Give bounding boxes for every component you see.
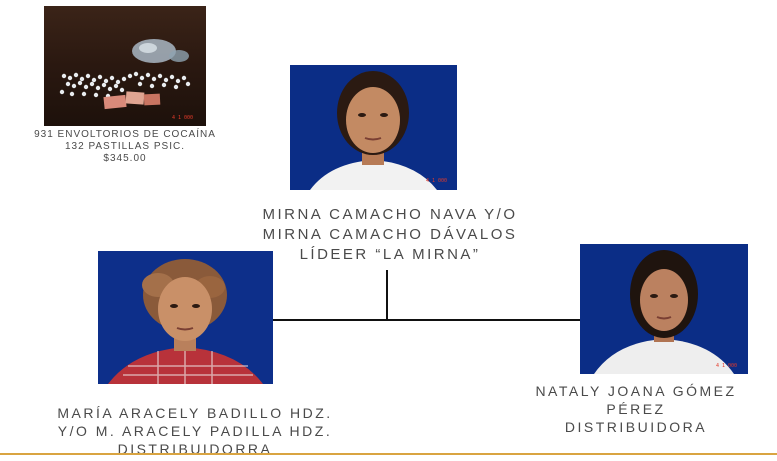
left-member-caption-line-1: MARÍA ARACELY BADILLO HDZ. bbox=[57, 405, 333, 421]
evidence-photo-image: 4 1 000 bbox=[44, 6, 206, 126]
right-member-photo-stamp: 4 1 000 bbox=[716, 363, 737, 369]
left-member-caption: MARÍA ARACELY BADILLO HDZ. Y/O M. ARACEL… bbox=[30, 404, 360, 458]
leader-photo-stamp: 4 1 000 bbox=[426, 178, 447, 184]
leader-photo-image: 4 1 000 bbox=[290, 65, 457, 190]
footer-rule bbox=[0, 453, 777, 455]
leader-caption: MIRNA CAMACHO NAVA Y/O MIRNA CAMACHO DÁV… bbox=[205, 205, 575, 265]
left-member-photo-image bbox=[98, 251, 273, 384]
right-member-caption: NATALY JOANA GÓMEZ PÉREZ DISTRIBUIDORA bbox=[495, 382, 777, 436]
evidence-caption: 931 ENVOLTORIOS DE COCAÍNA 132 PASTILLAS… bbox=[4, 129, 246, 165]
connector-horizontal bbox=[272, 319, 582, 321]
evidence-caption-line-3: $345.00 bbox=[103, 153, 147, 164]
connector-vertical bbox=[386, 270, 388, 320]
leader-photo: 4 1 000 bbox=[290, 65, 457, 190]
evidence-caption-line-1: 931 ENVOLTORIOS DE COCAÍNA bbox=[34, 129, 216, 140]
leader-caption-line-3: LÍDEER “LA MIRNA” bbox=[299, 246, 481, 263]
leader-caption-line-2: MIRNA CAMACHO DÁVALOS bbox=[262, 226, 518, 243]
left-member-caption-line-3: DISTRIBUIDORRA bbox=[117, 441, 273, 457]
evidence-photo-stamp: 4 1 000 bbox=[172, 115, 193, 121]
evidence-photo: 4 1 000 bbox=[44, 6, 206, 126]
evidence-caption-line-2: 132 PASTILLAS PSIC. bbox=[65, 141, 185, 152]
right-member-caption-line-1: NATALY JOANA GÓMEZ bbox=[535, 383, 737, 399]
right-member-photo-image: 4 1 000 bbox=[580, 244, 748, 374]
left-member-caption-line-2: Y/O M. ARACELY PADILLA HDZ. bbox=[57, 423, 333, 439]
right-member-photo: 4 1 000 bbox=[580, 244, 748, 374]
right-member-caption-line-3: DISTRIBUIDORA bbox=[564, 419, 708, 435]
right-member-caption-line-2: PÉREZ bbox=[606, 401, 666, 417]
left-member-photo bbox=[98, 251, 273, 384]
leader-caption-line-1: MIRNA CAMACHO NAVA Y/O bbox=[262, 206, 518, 223]
